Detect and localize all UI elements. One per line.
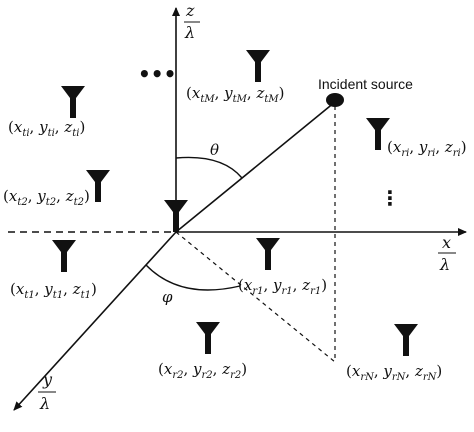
coordinate-label-r2: (xr2, yr2, zr2) (158, 360, 247, 381)
x-axis-label: x λ (438, 233, 456, 274)
antenna-icon (394, 324, 418, 356)
antenna-icon (164, 200, 188, 232)
svg-text:λ: λ (439, 255, 450, 274)
projection-line (175, 231, 336, 363)
svg-text:x: x (442, 233, 451, 252)
phi-arc (145, 264, 241, 291)
antenna-icon (246, 50, 270, 82)
antenna-icon (366, 118, 390, 150)
antenna-icon (52, 240, 76, 272)
z-axis-label: z λ (184, 1, 200, 42)
antenna-icon (196, 322, 220, 354)
coordinate-label-ri: (xri, yri, zri) (387, 138, 467, 159)
incident-ray (175, 101, 336, 233)
antenna-icon (61, 86, 85, 118)
svg-text:z: z (185, 1, 195, 20)
y-axis-label: y λ (38, 370, 56, 413)
coordinate-label-tM: (xtM, ytM, ztM) (186, 84, 284, 105)
coordinate-label-t1: (xt1, yt1, zt1) (10, 280, 97, 301)
antenna-icon (256, 238, 280, 270)
coordinate-label-rN: (xrN, yrN, zrN) (346, 362, 442, 383)
theta-label: θ (210, 141, 219, 159)
svg-text:y: y (42, 370, 53, 389)
svg-text:λ: λ (184, 23, 195, 42)
antenna-icon (86, 170, 110, 202)
coordinate-label-t2: (xt2, yt2, zt2) (3, 187, 90, 208)
phi-label: φ (162, 288, 173, 306)
incident-source-label: Incident source (318, 76, 413, 92)
coordinate-label-r1: (xr1, yr1, zr1) (238, 276, 327, 297)
coordinate-label-ti: (xti, yti, zti) (8, 118, 85, 139)
svg-text:λ: λ (39, 394, 50, 413)
theta-arc (175, 156, 243, 179)
incident-source-marker (326, 93, 344, 107)
vertical-ellipsis: ⋮ (380, 186, 400, 210)
horizontal-ellipsis: ••• (138, 62, 176, 86)
y-axis (13, 231, 177, 411)
